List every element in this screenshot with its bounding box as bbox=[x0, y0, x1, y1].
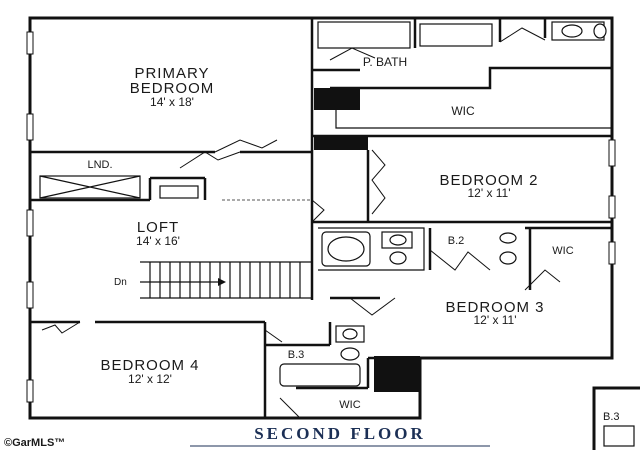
partial-plan-b3: B.3 bbox=[592, 386, 640, 450]
bathtub-b3 bbox=[279, 363, 361, 387]
bath2-label: B.2 bbox=[448, 235, 465, 247]
vanity-1 bbox=[419, 23, 493, 47]
stairs-down-label: Dn bbox=[114, 277, 127, 288]
stairs-treads bbox=[140, 262, 301, 298]
room-labels: PRIMARY BEDROOM 14' x 18' P. BATH WIC LN… bbox=[87, 55, 573, 411]
loft-dims: 14' x 16' bbox=[136, 234, 180, 248]
laundry-label: LND. bbox=[87, 159, 112, 171]
bedroom2-dims: 12' x 11' bbox=[467, 186, 510, 200]
primary-wic-label: WIC bbox=[451, 104, 475, 118]
bath3-label: B.3 bbox=[288, 349, 305, 361]
bedroom4-dims: 12' x 12' bbox=[128, 372, 172, 386]
primary-bedroom-label-1: PRIMARY bbox=[134, 65, 209, 82]
primary-bath-label: P. BATH bbox=[363, 55, 407, 69]
floor-title: SECOND FLOOR bbox=[254, 424, 426, 443]
bedroom4-label: BEDROOM 4 bbox=[100, 357, 199, 374]
bedroom2-label: BEDROOM 2 bbox=[439, 172, 538, 189]
bedroom3-dims: 12' x 11' bbox=[473, 313, 516, 327]
loft-label: LOFT bbox=[137, 219, 179, 236]
primary-bedroom-label-2: BEDROOM bbox=[130, 80, 215, 97]
primary-bedroom-dims: 14' x 18' bbox=[150, 95, 194, 109]
solid-wall-blocks bbox=[314, 88, 420, 392]
bath-fixtures bbox=[39, 21, 607, 387]
partial-bath3-label: B.3 bbox=[603, 411, 620, 423]
shower-stall bbox=[317, 21, 411, 49]
wic2-label: WIC bbox=[552, 245, 573, 257]
linen-shelf bbox=[159, 185, 199, 199]
door-swings bbox=[41, 27, 561, 419]
wic4-label: WIC bbox=[339, 399, 360, 411]
bedroom3-label: BEDROOM 3 bbox=[445, 299, 544, 316]
interior-walls bbox=[30, 18, 612, 418]
windows bbox=[26, 31, 616, 403]
mls-watermark: ©GarMLS™ bbox=[4, 437, 65, 449]
